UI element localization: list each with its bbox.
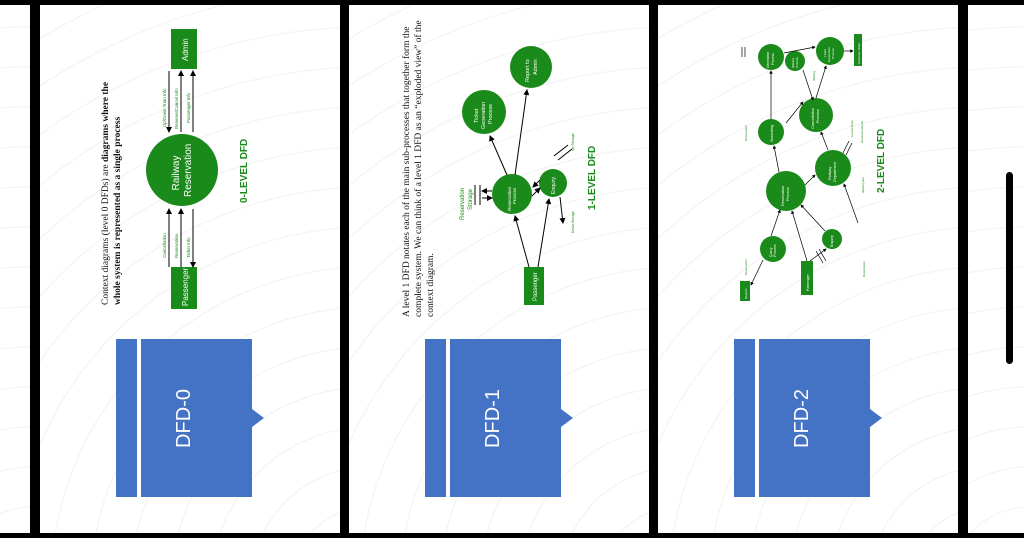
svg-text:Reservation: Reservation xyxy=(460,188,466,220)
svg-text:Reservation: Reservation xyxy=(183,144,194,197)
svg-text:Passenger: Passenger xyxy=(806,273,810,291)
svg-text:Reservation: Reservation xyxy=(507,186,512,211)
svg-text:Reservation: Reservation xyxy=(744,259,748,275)
svg-text:Cancel Data: Cancel Data xyxy=(850,120,854,137)
enquiry-process[interactable]: Enquiry xyxy=(822,229,842,249)
svg-text:Generation: Generation xyxy=(481,102,487,129)
searching-process[interactable]: Searching xyxy=(758,119,784,145)
passenger-entity[interactable]: Passenger xyxy=(524,267,544,305)
accent-stripe xyxy=(446,339,450,497)
svg-text:Up Storage: Up Storage xyxy=(571,133,575,151)
cancellation-process[interactable]: Cancellation Process xyxy=(799,98,833,132)
svg-text:Process: Process xyxy=(488,104,494,124)
slide-dfd-2[interactable]: DFD-2 Reports Passenger Query Process En… xyxy=(658,5,958,533)
svg-text:Admin: Admin xyxy=(181,38,190,61)
svg-text:Passenger: Passenger xyxy=(533,272,539,301)
svg-text:Ticket: Ticket xyxy=(823,49,827,57)
svg-text:Railway: Railway xyxy=(171,155,182,190)
pointer-arrow-icon xyxy=(252,409,264,427)
dfd-1-diagram: Passenger Reservation Process Reservatio… xyxy=(460,46,598,305)
next-slide-edge xyxy=(968,5,1024,533)
svg-text:Up/Down Train Info: Up/Down Train Info xyxy=(162,88,167,127)
generate-ticket-entity[interactable]: Generate Ticket xyxy=(854,34,862,66)
svg-text:Reservation: Reservation xyxy=(862,261,866,277)
pointer-arrow-icon xyxy=(561,409,573,427)
diagram-title: 0-LEVEL DFD xyxy=(239,139,250,203)
query-process[interactable]: Query Process xyxy=(760,236,786,262)
svg-text:Cancellation: Cancellation xyxy=(162,233,167,258)
slide-dfd-0[interactable]: DFD-0 Context diagrams (level 0 DFDs) ar… xyxy=(40,5,340,533)
svg-text:Reserve/Cancel Info: Reserve/Cancel Info xyxy=(174,88,179,129)
svg-text:Process: Process xyxy=(773,244,777,257)
diagram-title: 2-LEVEL DFD xyxy=(876,129,887,193)
reports-entity[interactable]: Reports xyxy=(740,281,750,301)
svg-text:Passenger: Passenger xyxy=(181,267,190,306)
svg-text:Generation: Generation xyxy=(827,47,831,62)
waiting-process[interactable]: Waiting Process xyxy=(785,51,805,71)
passenger-entity[interactable]: Passenger xyxy=(171,267,197,309)
railway-reservation-process[interactable]: Railway Reservation xyxy=(146,134,218,206)
svg-text:Generation: Generation xyxy=(766,52,770,68)
svg-text:Reservation: Reservation xyxy=(174,233,179,258)
svg-text:Ticket: Ticket xyxy=(474,108,480,123)
admin-entity[interactable]: Admin xyxy=(171,29,197,69)
ticket-generation-process[interactable]: Ticket Generation Process xyxy=(462,90,506,134)
up-down-storage[interactable]: Up Storage Down Storage xyxy=(553,133,575,233)
svg-text:Process: Process xyxy=(786,187,790,201)
accent-stripe xyxy=(137,339,141,497)
previous-slide-edge xyxy=(0,5,30,533)
report-to-admin[interactable]: Report to Admin xyxy=(510,46,552,88)
dfd-2-diagram: Reports Passenger Query Process Enquiry … xyxy=(740,34,887,301)
svg-text:Reports: Reports xyxy=(744,288,748,299)
svg-text:Query: Query xyxy=(769,247,773,257)
scrollbar-thumb[interactable] xyxy=(1006,172,1013,364)
svg-text:Railway: Railway xyxy=(828,167,832,180)
svg-text:Searching: Searching xyxy=(770,125,774,142)
svg-text:Waiting: Waiting xyxy=(812,71,816,81)
svg-text:Cancellation: Cancellation xyxy=(811,108,815,129)
svg-text:Department: Department xyxy=(833,161,837,182)
svg-text:Down Storage: Down Storage xyxy=(571,211,575,233)
reservation-storage[interactable]: Reservation Storage xyxy=(460,185,481,220)
reservation-process[interactable]: Reservation Process xyxy=(766,171,806,211)
slide-dfd-1[interactable]: DFD-1 A level 1 DFD notates each of the … xyxy=(349,5,649,533)
svg-text:Waiting lists: Waiting lists xyxy=(861,177,865,193)
svg-text:Process: Process xyxy=(795,57,799,68)
svg-text:Report to: Report to xyxy=(525,59,531,82)
svg-text:Storage: Storage xyxy=(468,188,474,210)
svg-text:Process: Process xyxy=(771,53,775,65)
svg-text:Enquiry: Enquiry xyxy=(551,177,557,194)
generation-process[interactable]: Generation Process xyxy=(758,44,784,70)
ticket-generation-process[interactable]: Ticket Generation Process xyxy=(816,37,844,65)
svg-text:Admin: Admin xyxy=(533,59,539,75)
svg-text:Passenger Info: Passenger Info xyxy=(186,92,191,123)
dfd-0-diagram: Passenger Railway Reservation Admin Canc… xyxy=(146,29,250,309)
diagram-title: 1-LEVEL DFD xyxy=(587,146,598,210)
svg-text:Ticket Info: Ticket Info xyxy=(186,237,191,258)
accent-stripe xyxy=(755,339,759,497)
svg-text:Waiting: Waiting xyxy=(791,58,795,68)
pointer-arrow-icon xyxy=(870,409,882,427)
svg-text:Process: Process xyxy=(816,109,820,123)
enquiry-process[interactable]: Enquiry xyxy=(539,169,567,197)
railway-department[interactable]: Railway Department xyxy=(815,150,851,186)
passenger-entity[interactable]: Passenger xyxy=(801,261,813,295)
reservation-process[interactable]: Reservation Process xyxy=(492,174,532,214)
svg-text:Process: Process xyxy=(831,48,835,59)
svg-text:Reservation: Reservation xyxy=(744,125,748,141)
svg-text:Reservation: Reservation xyxy=(781,186,785,206)
svg-text:Process: Process xyxy=(512,187,517,204)
svg-text:Generate Ticket: Generate Ticket xyxy=(857,43,861,64)
svg-text:Enquiry: Enquiry xyxy=(830,235,834,247)
svg-text:Generate Report: Generate Report xyxy=(860,120,864,143)
